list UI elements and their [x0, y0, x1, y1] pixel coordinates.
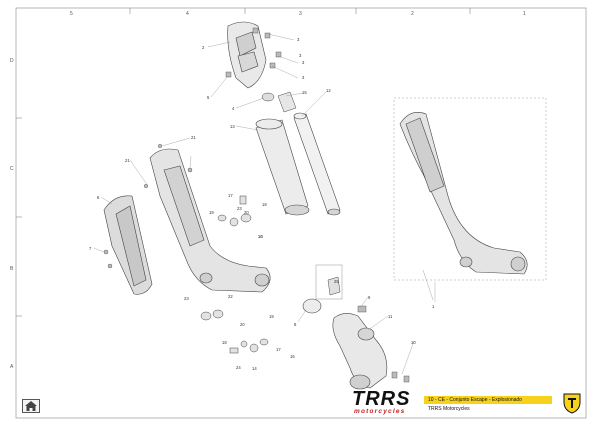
callout-3-b: 3: [299, 53, 302, 58]
trrs-shield-icon: [563, 393, 581, 414]
ruler-col-1: 1: [523, 11, 526, 17]
callout-11: 11: [388, 314, 393, 319]
callout-12: 12: [326, 88, 331, 93]
callout-15: 15: [302, 90, 307, 95]
callout-23: 23: [184, 296, 189, 301]
header-fasteners: [357, 305, 410, 383]
header-gasket: [302, 298, 322, 314]
callout-7: 7: [89, 246, 92, 251]
silencer-body: [149, 148, 271, 293]
callout-23-b: 23: [237, 206, 242, 211]
callout-13: 13: [230, 124, 235, 129]
callout-8: 8: [294, 322, 297, 327]
callout-22: 22: [228, 294, 233, 299]
outlet-pipe: [277, 91, 297, 113]
ruler-col-3: 3: [299, 11, 302, 17]
callout-21: 21: [125, 158, 130, 163]
callout-9: 9: [368, 295, 371, 300]
callout-19: 19: [209, 210, 214, 215]
callout-25: 25: [334, 279, 339, 284]
leader-lines: [93, 33, 436, 375]
assembled-silencer: [399, 112, 528, 275]
silencer-end-cap: [227, 21, 267, 89]
callout-labels: 1 2 3 3 3 3 4 5 6 7 8 9 10 11 12 13 14 1…: [89, 37, 435, 371]
silencer-packing: [255, 118, 310, 216]
ruler-row-c: C: [10, 166, 14, 172]
callout-4: 4: [232, 106, 235, 111]
ruler-row-d: D: [10, 58, 14, 64]
callout-5: 5: [207, 95, 210, 100]
outlet-ring: [261, 92, 275, 102]
logo-text: TRRS: [352, 388, 411, 410]
callout-16: 16: [258, 234, 263, 239]
callout-20: 20: [240, 322, 245, 327]
sheet-frame: [15, 7, 587, 419]
exhaust-header: [332, 313, 388, 390]
ruler-col-5: 5: [70, 11, 73, 17]
detail-inset-part: [327, 276, 341, 296]
callout-16-b: 16: [290, 354, 295, 359]
detail-inset-box: [315, 264, 343, 300]
callout-2: 2: [202, 45, 205, 50]
callout-1: 1: [432, 304, 435, 309]
assembled-view-box: [393, 97, 547, 281]
callout-20-b: 20: [244, 210, 249, 215]
ruler-row-b: B: [10, 266, 14, 272]
callout-18-b: 18: [262, 202, 267, 207]
home-icon: [25, 401, 37, 411]
drawing-subtitle: TRRS Motorcycles: [428, 406, 470, 412]
mounting-hardware: [200, 195, 269, 354]
drawing-title: 10 - CE - Conjunto Escape - Explosionado: [424, 396, 552, 404]
callout-24: 24: [236, 365, 241, 370]
callout-14: 14: [252, 366, 257, 371]
callout-17: 17: [228, 193, 233, 198]
callout-19-b: 19: [269, 314, 274, 319]
callout-3-c: 3: [302, 60, 305, 65]
callout-18: 18: [222, 340, 227, 345]
callout-17-b: 17: [276, 347, 281, 352]
inner-tube: [293, 112, 341, 216]
callout-21-b: 21: [191, 135, 196, 140]
callout-10-b: 10: [258, 234, 263, 239]
home-button[interactable]: [22, 399, 40, 413]
callout-10: 10: [411, 340, 416, 345]
ruler-ticks: [16, 8, 471, 317]
ruler-row-a: A: [10, 364, 14, 370]
heat-shield: [103, 195, 153, 295]
trrs-logo: TRRS motorcycles: [352, 389, 422, 417]
callout-3-d: 3: [302, 75, 305, 80]
end-cap-screws: [225, 27, 282, 78]
callout-6: 6: [97, 195, 100, 200]
ruler-col-4: 4: [186, 11, 189, 17]
callout-3-a: 3: [297, 37, 300, 42]
ruler-col-2: 2: [411, 11, 414, 17]
logo-subtext: motorcycles: [354, 408, 406, 415]
